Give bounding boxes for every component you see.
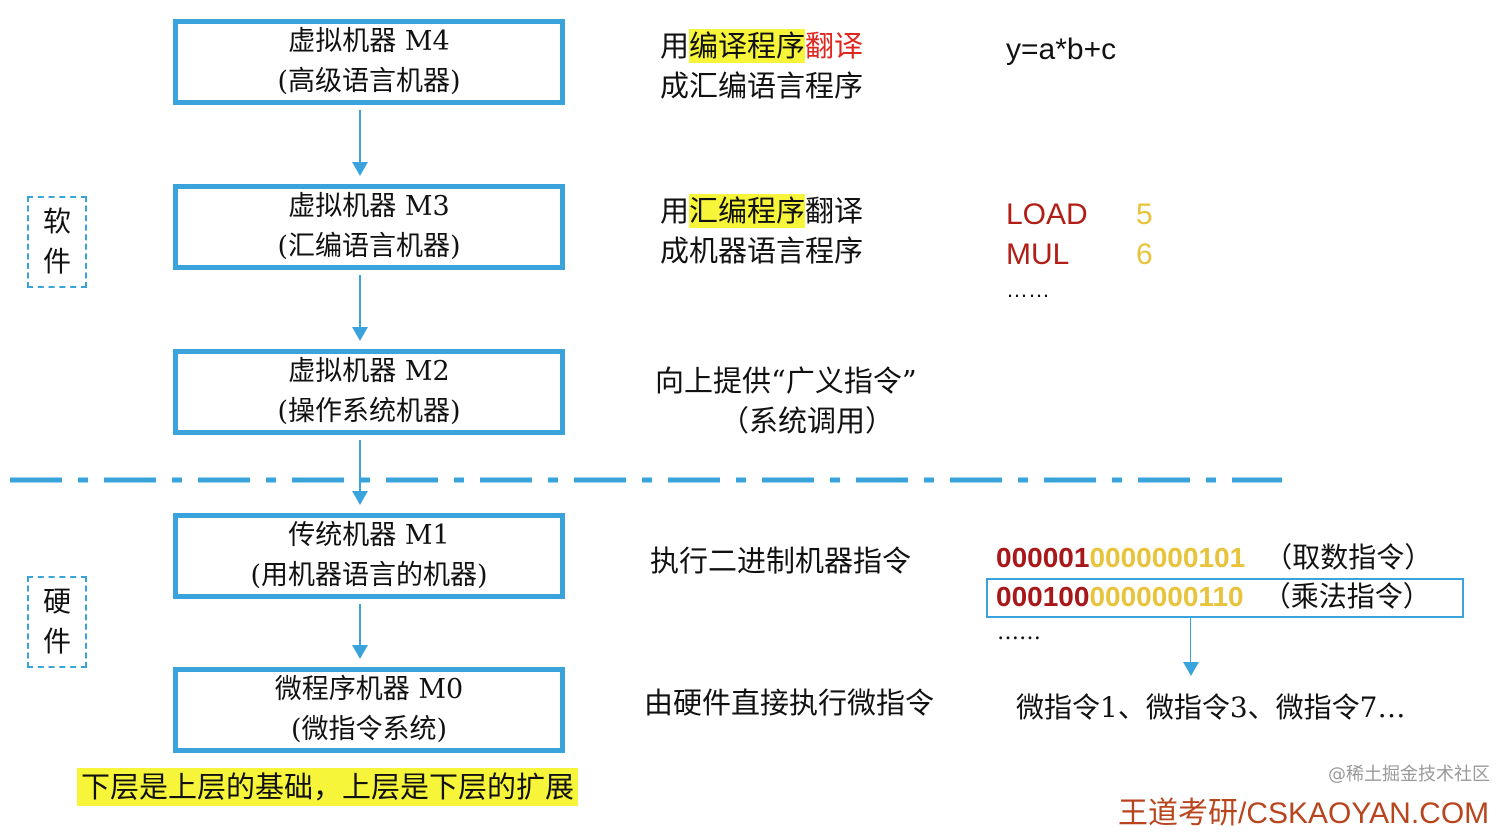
level-name: 虚拟机器 M2 <box>288 356 450 387</box>
desc-m0: 由硬件直接执行微指令 <box>644 686 935 720</box>
level-box-m4: 虚拟机器 M4 (高级语言机器) <box>173 19 565 105</box>
opcode: MUL <box>1006 238 1070 271</box>
compiler-highlight: 编译程序 <box>689 29 806 63</box>
desc-text: 用 <box>660 194 690 228</box>
ellipsis: …… <box>1006 277 1050 302</box>
level-box-m3: 虚拟机器 M3 (汇编语言机器) <box>173 184 565 270</box>
level-subtitle: (操作系统机器) <box>277 396 461 427</box>
level-box-m0: 微程序机器 M0 (微指令系统) <box>173 667 565 753</box>
operand: 6 <box>1136 238 1153 271</box>
arrow-down-icon <box>1183 618 1199 676</box>
highlight-frame <box>986 578 1464 618</box>
desc-text: 用 <box>660 29 690 63</box>
translate-emphasis: 翻译 <box>805 29 864 63</box>
level-subtitle: (高级语言机器) <box>277 66 461 97</box>
level-subtitle: (用机器语言的机器) <box>250 560 488 591</box>
brand-logo: 王道考研/CSKAOYAN.COM <box>1118 797 1490 830</box>
machine-line-1: 0000010000000101 （取数指令） <box>996 539 1432 581</box>
footer-note: 下层是上层的基础，上层是下层的扩展 <box>77 768 579 806</box>
address-bits: 0000000110 <box>1089 581 1244 612</box>
level-subtitle: (汇编语言机器) <box>277 231 461 262</box>
desc-text: 翻译 <box>805 194 864 228</box>
opcode: LOAD <box>1006 198 1088 231</box>
assembly-line: MUL 6 <box>1006 235 1153 275</box>
level-subtitle: (微指令系统) <box>290 714 448 745</box>
desc-text: 成机器语言程序 <box>660 234 864 268</box>
level-name: 虚拟机器 M4 <box>288 26 450 57</box>
assembly-example: LOAD 5 MUL 6 …… <box>1006 195 1153 305</box>
level-name: 微程序机器 M0 <box>274 674 464 705</box>
arrow-down-icon <box>352 440 368 505</box>
software-char-1: 软 <box>42 205 71 238</box>
level-name: 虚拟机器 M3 <box>288 191 450 222</box>
watermark: @稀土掘金技术社区 <box>1328 764 1490 785</box>
desc-text: （系统调用） <box>720 404 895 438</box>
hardware-label: 硬 件 <box>27 576 87 668</box>
address-bits: 0000000101 <box>1089 542 1246 573</box>
operand: 5 <box>1136 198 1153 231</box>
opcode-bits: 000001 <box>996 542 1090 573</box>
level-box-m1: 传统机器 M1 (用机器语言的机器) <box>173 513 565 599</box>
opcode-bits: 000100 <box>996 581 1090 612</box>
desc-text: 成汇编语言程序 <box>660 69 864 103</box>
desc-text: 向上提供“广义指令” <box>655 364 917 398</box>
instruction-note: （乘法指令） <box>1262 580 1431 613</box>
assembly-line: LOAD 5 <box>1006 195 1153 235</box>
machine-line-2: 0001000000000110 （乘法指令） <box>996 578 1431 620</box>
high-level-example: y=a*b+c <box>1006 33 1117 66</box>
arrow-down-icon <box>352 110 368 176</box>
software-char-2: 件 <box>42 245 71 278</box>
level-name: 传统机器 M1 <box>288 520 450 551</box>
arrow-down-icon <box>352 604 368 659</box>
arrow-down-icon <box>352 275 368 341</box>
ellipsis: …… <box>997 620 1041 645</box>
micro-example: 微指令1、微指令3、微指令7… <box>1016 691 1406 724</box>
desc-m2: 向上提供“广义指令” （系统调用） <box>655 361 917 441</box>
desc-m4: 用编译程序翻译 成汇编语言程序 <box>660 26 863 106</box>
hardware-char-1: 硬 <box>42 585 71 618</box>
desc-m1: 执行二进制机器指令 <box>650 544 912 578</box>
software-hardware-divider <box>10 477 1282 483</box>
desc-m3: 用汇编程序翻译 成机器语言程序 <box>660 191 863 271</box>
assembler-highlight: 汇编程序 <box>689 194 806 228</box>
instruction-note: （取数指令） <box>1264 541 1433 574</box>
level-box-m2: 虚拟机器 M2 (操作系统机器) <box>173 349 565 435</box>
software-label: 软 件 <box>27 196 87 288</box>
hardware-char-2: 件 <box>42 625 71 658</box>
